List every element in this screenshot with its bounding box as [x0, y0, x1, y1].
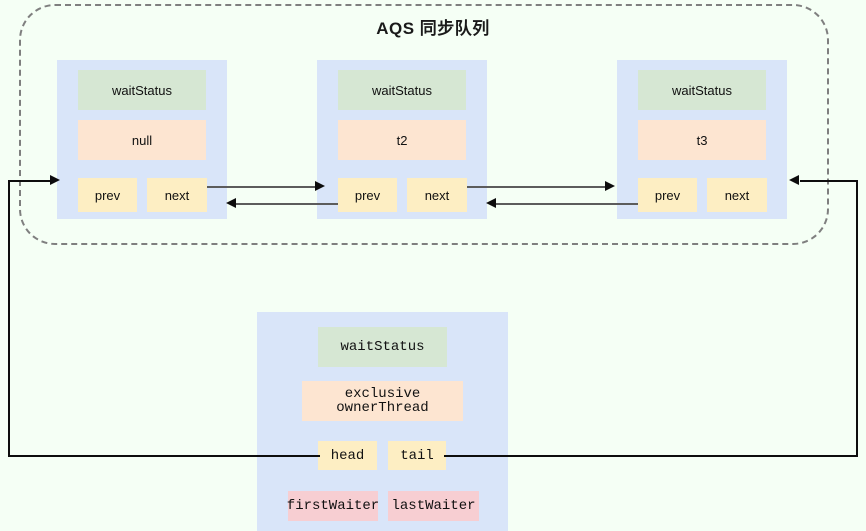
page-title: AQS 同步队列	[376, 19, 490, 38]
node-1-next: next	[147, 178, 207, 212]
node-2-thread: t2	[338, 120, 466, 160]
connector-tail-horizontal-bottom	[444, 455, 858, 457]
aqs-tail: tail	[388, 441, 446, 470]
node-1-prev: prev	[78, 178, 137, 212]
connector-tail-vertical	[856, 180, 858, 457]
aqs-waitstatus: waitStatus	[318, 327, 447, 367]
node-2-next: next	[407, 178, 467, 212]
connector-node3-prev-to-node2	[496, 203, 638, 205]
queue-node-1: waitStatus null prev next	[57, 60, 227, 219]
aqs-last-waiter: lastWaiter	[388, 491, 479, 521]
connector-head-vertical	[8, 180, 10, 457]
arrowhead-node2-prev-to-node1	[226, 198, 236, 208]
node-1-waitstatus: waitStatus	[78, 70, 206, 110]
node-3-next: next	[707, 178, 767, 212]
arrowhead-node2-next-to-node3	[605, 181, 615, 191]
node-1-thread: null	[78, 120, 206, 160]
connector-head-horizontal-top	[8, 180, 55, 182]
aqs-first-waiter: firstWaiter	[287, 491, 379, 521]
sync-queue-region-border	[19, 4, 829, 245]
queue-node-3: waitStatus t3 prev next	[617, 60, 787, 219]
aqs-head: head	[318, 441, 377, 470]
connector-head-horizontal-bottom	[8, 455, 320, 457]
aqs-owner-thread: exclusive ownerThread	[302, 381, 463, 421]
connector-node1-next-to-node2	[207, 186, 319, 188]
node-2-waitstatus: waitStatus	[338, 70, 466, 110]
arrowhead-node3-prev-to-node2	[486, 198, 496, 208]
node-3-waitstatus: waitStatus	[638, 70, 766, 110]
connector-tail-horizontal-top	[800, 180, 858, 182]
arrowhead-head-to-node1	[50, 175, 60, 185]
arrowhead-node1-next-to-node2	[315, 181, 325, 191]
aqs-object-box: waitStatus exclusive ownerThread head ta…	[257, 312, 508, 531]
node-3-prev: prev	[638, 178, 697, 212]
node-3-thread: t3	[638, 120, 766, 160]
connector-node2-prev-to-node1	[236, 203, 338, 205]
queue-node-2: waitStatus t2 prev next	[317, 60, 487, 219]
arrowhead-tail-to-node3	[789, 175, 799, 185]
node-2-prev: prev	[338, 178, 397, 212]
connector-node2-next-to-node3	[467, 186, 609, 188]
